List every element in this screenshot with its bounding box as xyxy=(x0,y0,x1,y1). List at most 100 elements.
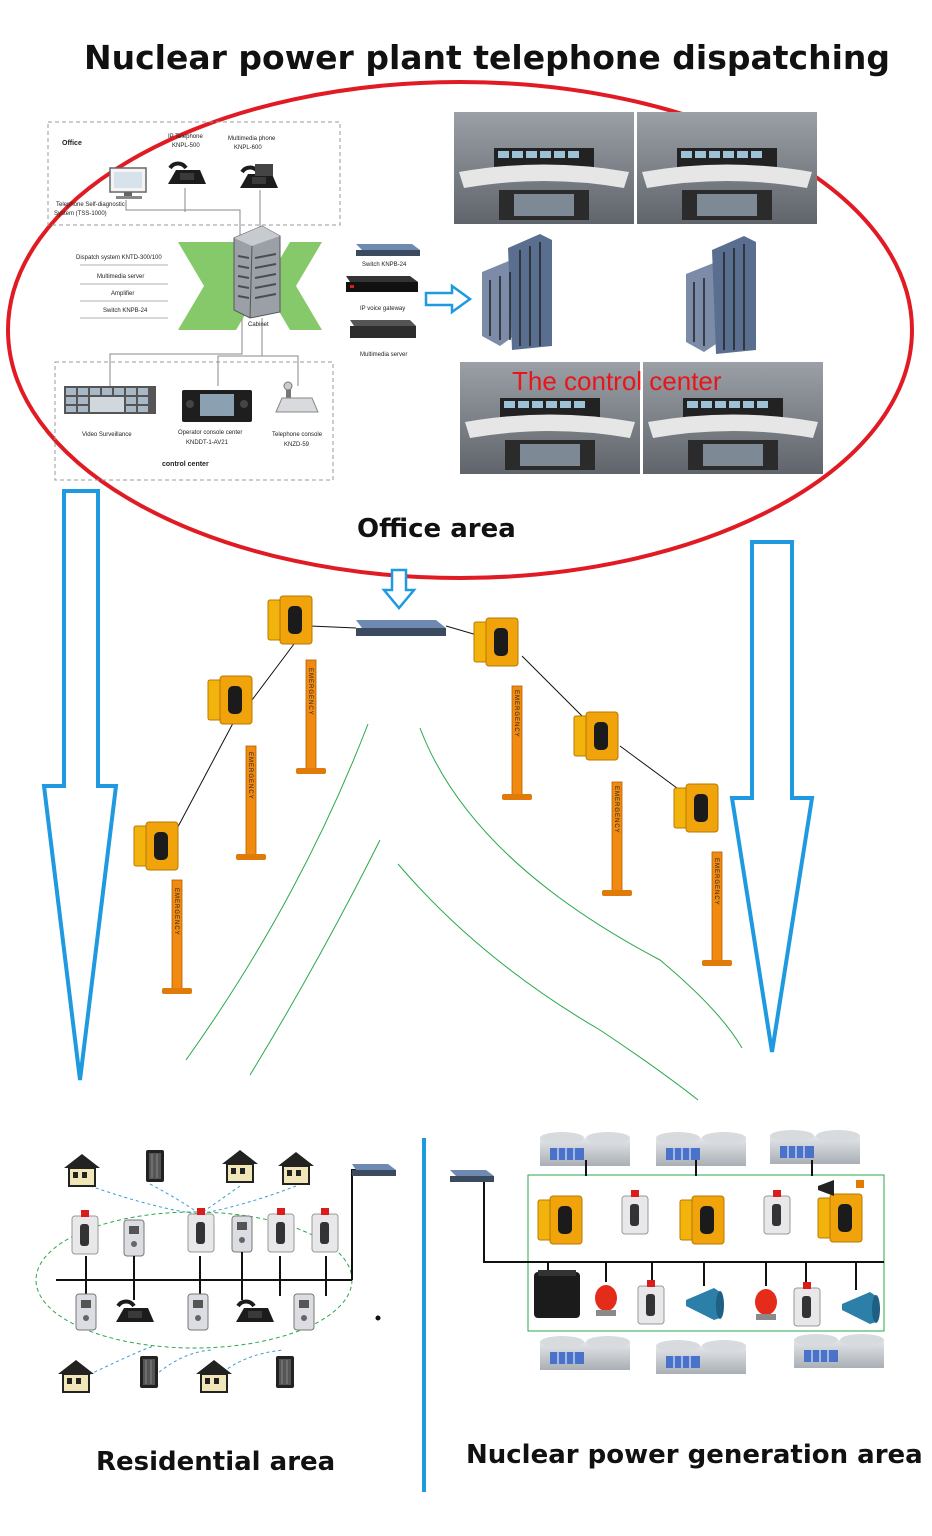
svg-text:Multimedia server: Multimedia server xyxy=(97,274,144,280)
tower-icon xyxy=(139,1355,159,1389)
telephone-console-icon xyxy=(275,381,319,413)
page-title: Nuclear power plant telephone dispatchin… xyxy=(84,38,891,77)
svg-text:EMERGENCY: EMERGENCY xyxy=(713,858,719,906)
plant-building-icon xyxy=(655,1339,747,1375)
cabinet-item-list: Dispatch system KNTD-300/100 Multimedia … xyxy=(76,255,168,319)
alarm-light-icon xyxy=(755,1289,777,1320)
emergency-phone-pillar: EMERGENCY xyxy=(473,617,533,801)
plant-building-icon xyxy=(769,1129,861,1165)
operator-console-icon xyxy=(182,390,252,422)
video-wall-icon xyxy=(64,386,156,414)
emergency-phone-pillar: EMERGENCY xyxy=(673,783,733,967)
operator-label: Operator console center xyxy=(178,430,242,436)
desk-phone-icon xyxy=(114,1299,156,1324)
voice-gateway-icon xyxy=(346,276,418,292)
arrow-down-left-icon xyxy=(41,489,119,1081)
loudspeaker-icon xyxy=(842,1292,880,1324)
generation-bus xyxy=(483,1160,884,1290)
loudspeaker-icon xyxy=(686,1288,724,1320)
ex-phone-icon xyxy=(637,1279,665,1325)
ex-phone-icon xyxy=(267,1207,295,1253)
emergency-phone-pillar: EMERGENCY xyxy=(573,711,633,897)
svg-text:Switch KNPB-24: Switch KNPB-24 xyxy=(103,308,148,314)
multimedia-phone-icon xyxy=(238,164,280,190)
intercom-icon xyxy=(123,1219,145,1257)
alarm-light-icon xyxy=(595,1285,617,1316)
control-center-label: control center xyxy=(162,461,209,468)
cabinet-label: Cabinet xyxy=(248,322,269,328)
building-icon xyxy=(686,236,756,354)
console-label: Telephone console xyxy=(272,432,323,438)
tower-icon xyxy=(275,1355,295,1389)
plant-building-icon xyxy=(793,1333,885,1369)
ex-phone-icon xyxy=(187,1207,215,1253)
tower-icon xyxy=(145,1149,165,1183)
cabinet-icon xyxy=(233,225,281,319)
green-route-lines xyxy=(185,723,743,1101)
house-icon xyxy=(221,1149,259,1183)
control-room-image xyxy=(454,112,634,224)
plant-building-icon xyxy=(539,1335,631,1371)
switch-icon xyxy=(356,244,420,256)
computer-icon xyxy=(109,167,147,199)
building-icon xyxy=(482,234,552,350)
ex-phone-icon xyxy=(71,1209,99,1255)
mm-phone-model: KNPL-600 xyxy=(234,145,262,151)
gateway-label: IP voice gateway xyxy=(360,306,405,312)
plant-building-icon xyxy=(655,1131,747,1167)
house-icon xyxy=(195,1359,233,1393)
control-center-links xyxy=(109,318,299,386)
residential-switch-icon xyxy=(352,1164,396,1176)
video-label: Video Surveillance xyxy=(82,432,132,438)
intercom-icon xyxy=(187,1293,209,1331)
cabinet-box-icon xyxy=(534,1270,580,1318)
arrow-down-icon xyxy=(381,568,417,610)
intercom-icon xyxy=(231,1215,253,1253)
house-icon xyxy=(57,1359,95,1393)
generation-switch-icon xyxy=(450,1170,494,1182)
mm-server-label: Multimedia server xyxy=(360,352,407,358)
intercom-icon xyxy=(75,1293,97,1331)
control-room-image xyxy=(637,112,817,224)
svg-text:EMERGENCY: EMERGENCY xyxy=(307,668,313,716)
emergency-phone-pillar: EMERGENCY xyxy=(133,821,193,995)
control-center-box xyxy=(54,361,334,481)
residential-links xyxy=(77,1183,297,1381)
arrow-right-icon xyxy=(424,283,473,315)
office-box xyxy=(47,121,341,226)
svg-text:EMERGENCY: EMERGENCY xyxy=(247,752,253,800)
generation-area-label: Nuclear power generation area xyxy=(466,1440,923,1470)
house-icon xyxy=(277,1151,315,1185)
office-area-label: Office area xyxy=(357,514,516,544)
mm-phone-label: Multimedia phone xyxy=(228,136,276,142)
ex-phone-icon xyxy=(793,1281,821,1327)
ip-telephone-icon xyxy=(166,161,208,186)
ip-phone-model: KNPL-500 xyxy=(172,143,200,149)
self-diag-label: Telephone Self-diagnostic xyxy=(56,202,125,208)
control-center-overlay: The control center xyxy=(512,366,722,396)
dot xyxy=(375,1315,381,1321)
svg-text:Dispatch system KNTD-300/100: Dispatch system KNTD-300/100 xyxy=(76,255,162,261)
svg-text:Amplifier: Amplifier xyxy=(111,291,134,297)
arrow-down-right-icon xyxy=(729,540,815,1053)
operator-model: KNDDT-1-AV21 xyxy=(186,440,229,446)
switch-label: Switch KNPB-24 xyxy=(362,262,407,268)
office-links xyxy=(125,188,261,240)
horn-icon xyxy=(818,1180,834,1196)
emergency-phone-pillar: EMERGENCY xyxy=(267,595,327,775)
residential-area-label: Residential area xyxy=(96,1447,336,1477)
ex-phone-icon xyxy=(621,1189,649,1235)
weatherproof-phone-icon xyxy=(679,1195,725,1245)
office-label: Office xyxy=(62,140,82,147)
intercom-icon xyxy=(293,1293,315,1331)
self-diag-model: System (TSS-1000) xyxy=(54,211,107,217)
beacon-icon xyxy=(856,1180,864,1188)
svg-text:EMERGENCY: EMERGENCY xyxy=(613,786,619,834)
weatherproof-phone-icon xyxy=(817,1193,863,1243)
generation-network-box xyxy=(527,1174,885,1332)
network-switch-icon xyxy=(356,620,446,636)
weatherproof-phone-icon xyxy=(537,1195,583,1245)
svg-text:EMERGENCY: EMERGENCY xyxy=(173,888,179,936)
ip-phone-label: IP Telephone xyxy=(168,134,203,140)
